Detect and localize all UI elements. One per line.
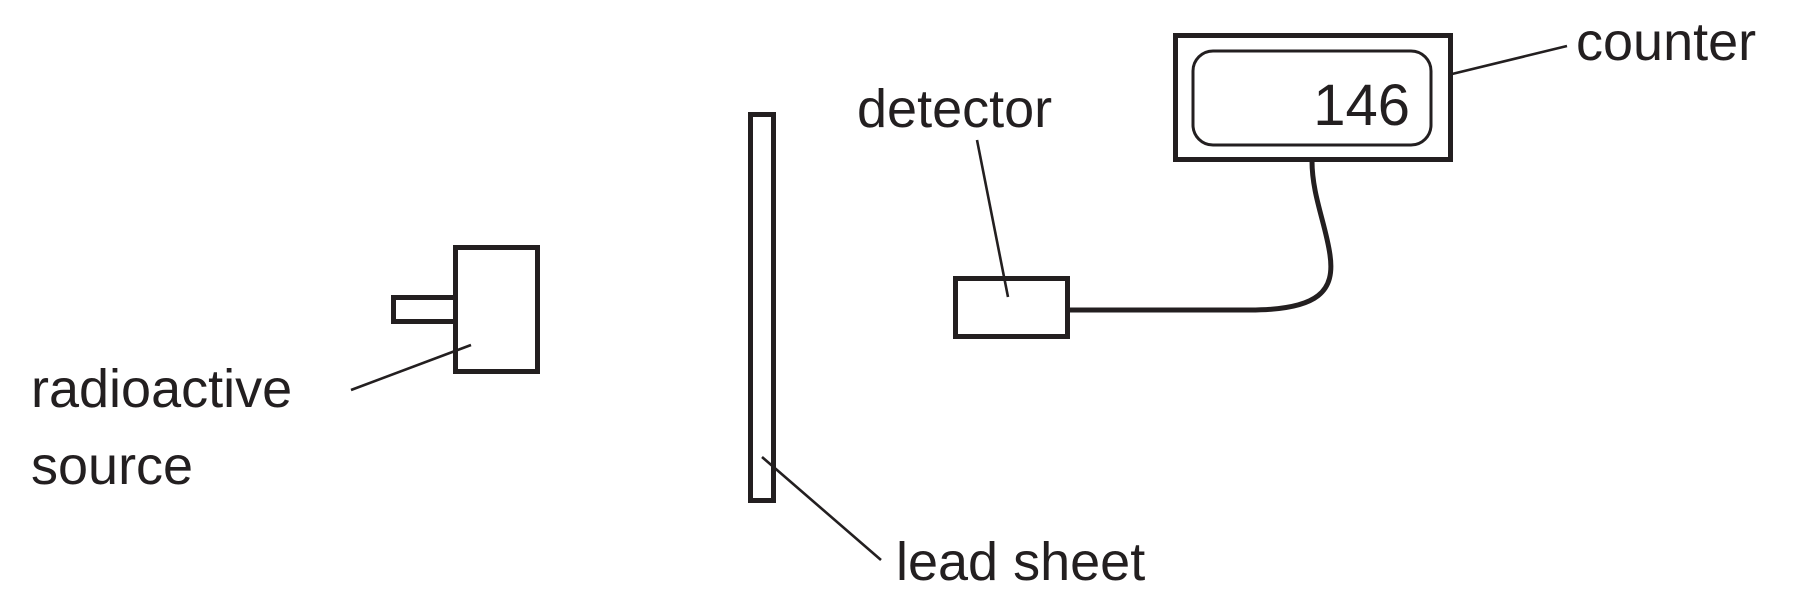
detector-leader-line — [975, 139, 1010, 298]
counter-case — [1173, 33, 1453, 162]
lead-sheet-leader-line — [761, 456, 882, 561]
detector-label: detector — [857, 79, 1052, 139]
radioactive-source — [391, 245, 540, 374]
detector-cable — [1069, 160, 1334, 313]
counter-leader-line — [1451, 44, 1568, 76]
lead-sheet — [748, 112, 776, 503]
counter: 146 — [1173, 33, 1453, 162]
counter-reading: 146 — [1313, 73, 1410, 138]
counter-display — [1191, 49, 1433, 147]
counter-label: counter — [1576, 12, 1756, 72]
source-label-line1: radioactive — [31, 359, 292, 419]
source-stub — [391, 295, 456, 324]
source-body — [453, 245, 540, 374]
source-leader-line — [350, 343, 472, 392]
detector — [953, 276, 1070, 339]
source-label-line2: source — [31, 436, 193, 496]
lead-sheet-label: lead sheet — [896, 532, 1145, 592]
